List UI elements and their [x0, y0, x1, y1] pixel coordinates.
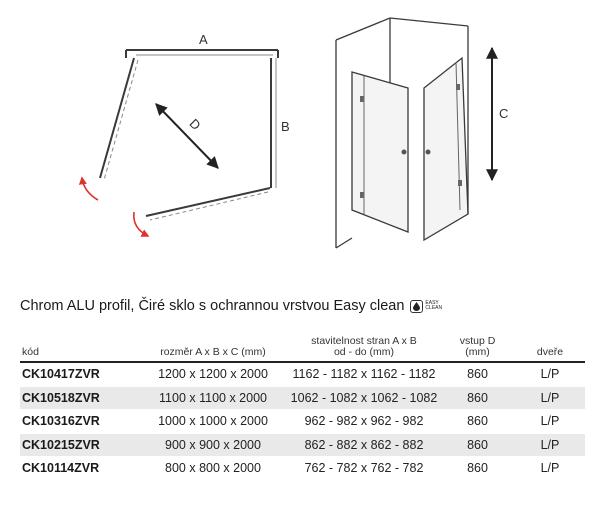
cell-code: CK10114ZVR [20, 456, 138, 480]
label-b: B [281, 119, 290, 134]
table-row: CK10215ZVR 900 x 900 x 2000 862 - 882 x … [20, 432, 585, 457]
cell-entry: 860 [440, 456, 515, 480]
cell-entry: 860 [440, 432, 515, 457]
water-drop-icon [410, 299, 424, 313]
spec-table: kód rozměr A x B x C (mm) stavitelnost s… [20, 332, 585, 480]
cell-code: CK10417ZVR [20, 361, 138, 386]
cell-entry: 860 [440, 361, 515, 386]
cell-adjust: 1062 - 1082 x 1062 - 1082 [288, 385, 440, 410]
technical-drawing: A B D C [78, 17, 508, 249]
cell-adjust: 962 - 982 x 962 - 982 [288, 409, 440, 433]
table-header-row: kód rozměr A x B x C (mm) stavitelnost s… [20, 332, 585, 363]
cell-adjust: 1162 - 1182 x 1162 - 1182 [288, 361, 440, 386]
product-title-text: Chrom ALU profil, Čiré sklo s ochrannou … [20, 298, 405, 314]
table-row: CK10518ZVR 1100 x 1100 x 2000 1062 - 108… [20, 385, 585, 410]
cell-dims: 1200 x 1200 x 2000 [138, 361, 288, 386]
cell-entry: 860 [440, 409, 515, 433]
badge-line2: CLEAN [425, 305, 443, 311]
cell-adjust: 862 - 882 x 862 - 882 [288, 432, 440, 457]
header-doors: dveře [515, 332, 585, 363]
label-a: A [199, 32, 208, 47]
easy-clean-badge: EASY CLEAN [410, 299, 443, 313]
cell-dims: 900 x 900 x 2000 [138, 432, 288, 457]
product-title: Chrom ALU profil, Čiré sklo s ochrannou … [20, 298, 442, 314]
header-code: kód [20, 332, 138, 363]
cell-entry: 860 [440, 385, 515, 410]
cell-doors: L/P [515, 385, 585, 410]
badge-line1: EASY [425, 300, 439, 306]
cell-dims: 800 x 800 x 2000 [138, 456, 288, 480]
plan-view: A B D [78, 32, 290, 237]
cell-doors: L/P [515, 432, 585, 457]
table-row: CK10316ZVR 1000 x 1000 x 2000 962 - 982 … [20, 409, 585, 433]
table-row: CK10114ZVR 800 x 800 x 2000 762 - 782 x … [20, 456, 585, 480]
header-entry: vstup D (mm) [440, 332, 515, 363]
header-adjust: stavitelnost stran A x B od - do (mm) [288, 332, 440, 363]
label-c: C [499, 106, 508, 121]
header-dims: rozměr A x B x C (mm) [138, 332, 288, 363]
cell-dims: 1000 x 1000 x 2000 [138, 409, 288, 433]
cell-dims: 1100 x 1100 x 2000 [138, 385, 288, 410]
cell-doors: L/P [515, 456, 585, 480]
cell-code: CK10518ZVR [20, 385, 138, 410]
perspective-view [335, 17, 469, 249]
cell-code: CK10215ZVR [20, 432, 138, 457]
cell-adjust: 762 - 782 x 762 - 782 [288, 456, 440, 480]
cell-code: CK10316ZVR [20, 409, 138, 433]
label-d: D [187, 116, 204, 133]
cell-doors: L/P [515, 409, 585, 433]
table-row: CK10417ZVR 1200 x 1200 x 2000 1162 - 118… [20, 361, 585, 386]
cell-doors: L/P [515, 361, 585, 386]
